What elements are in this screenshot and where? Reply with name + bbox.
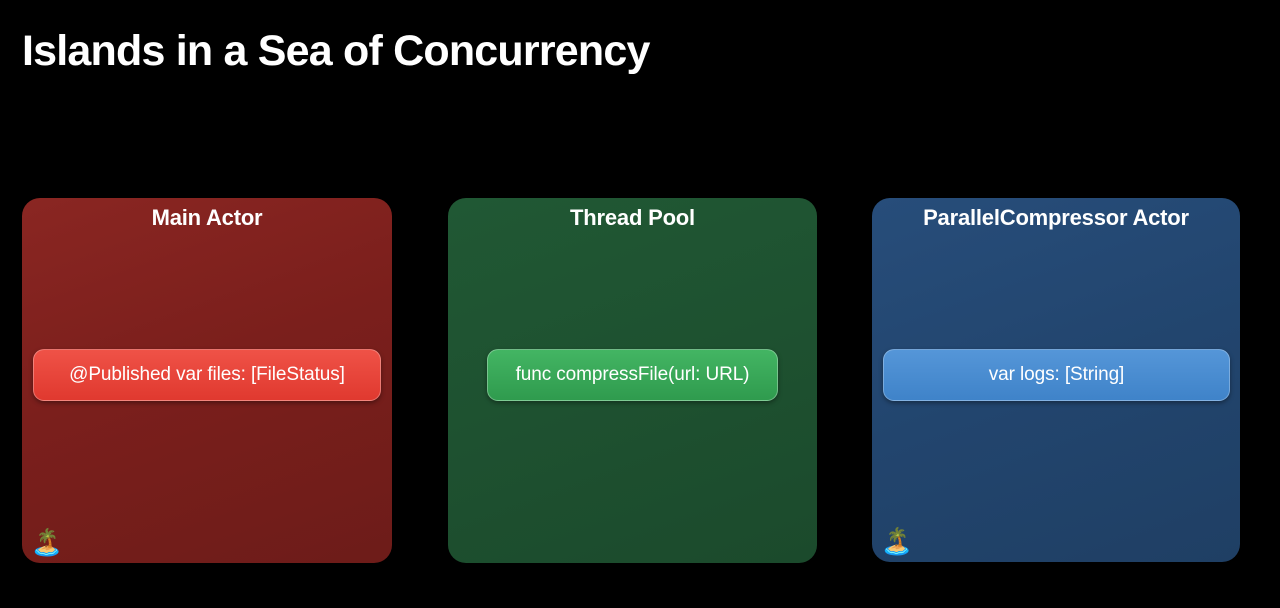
pill-main-actor-property[interactable]: @Published var files: [FileStatus]	[33, 349, 381, 401]
island-icon: 🏝️	[30, 527, 64, 557]
concurrency-domain-card-row: Main Actor @Published var files: [FileSt…	[0, 198, 1280, 564]
island-icon: 🏝️	[880, 526, 914, 556]
pill-label-thread-pool-function: func compressFile(url: URL)	[515, 364, 750, 385]
page-title: Islands in a Sea of Concurrency	[22, 27, 650, 75]
card-parallelcompressor-actor[interactable]: ParallelCompressor Actor var logs: [Stri…	[872, 198, 1240, 562]
pill-parallelcompressor-property[interactable]: var logs: [String]	[883, 349, 1230, 401]
card-title-parallelcompressor-actor: ParallelCompressor Actor	[923, 205, 1189, 230]
card-thread-pool[interactable]: Thread Pool func compressFile(url: URL)	[448, 198, 817, 563]
card-title-thread-pool: Thread Pool	[570, 205, 695, 230]
card-main-actor[interactable]: Main Actor @Published var files: [FileSt…	[22, 198, 392, 563]
pill-label-main-actor-property: @Published var files: [FileStatus]	[69, 364, 345, 385]
pill-thread-pool-function[interactable]: func compressFile(url: URL)	[487, 349, 778, 401]
pill-label-parallelcompressor-property: var logs: [String]	[988, 364, 1125, 385]
card-title-main-actor: Main Actor	[151, 205, 263, 230]
